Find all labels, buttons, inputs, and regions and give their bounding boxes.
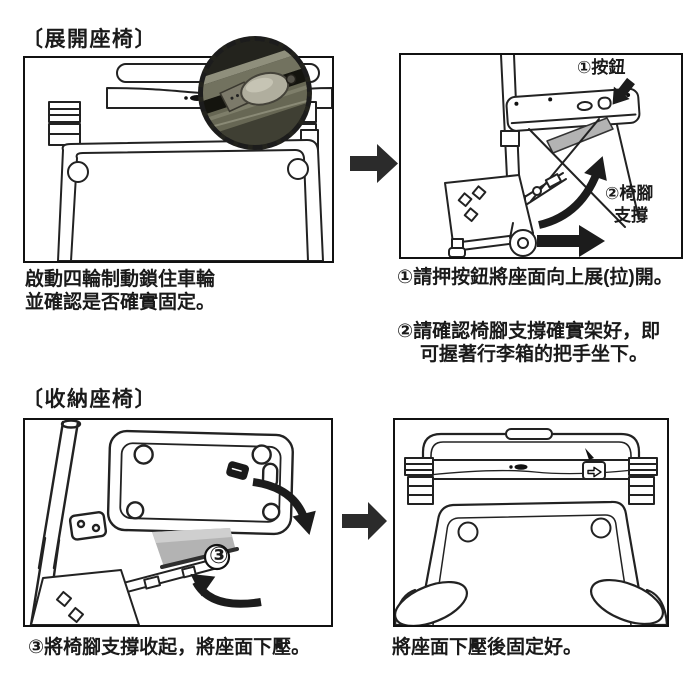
curved-arrow-icon [538,156,607,229]
store-right-caption: 將座面下壓後固定好。 [392,637,583,658]
brake-lever-inset [198,36,312,150]
expand-left-caption-line2: 並確認是否確實固定。 [25,292,216,313]
expand-left-caption: 啟動四輪制動鎖住車輪 並確認是否確實固定。 [25,268,215,314]
curved-arrow-down-icon [252,478,316,535]
leg-support-callout-line2: 支撐 [614,206,648,225]
store-press-panel [393,418,669,627]
leg-support-callout-label: ②椅腳 支撐 [605,183,653,227]
store-left-caption: ③將椅腳支撐收起，將座面下壓。 [28,637,311,658]
store-section-header: 〔收納座椅〕 [22,388,157,411]
seat-press-illustration [395,428,667,625]
expand-left-caption-line1: 啟動四輪制動鎖住車輪 [25,269,216,290]
right-thumb-illustration [590,578,667,625]
cart-open-illustration [444,55,641,257]
step3-callout-circle [203,543,231,571]
next-step-arrow-icon [342,502,387,540]
expand-section-header: 〔展開座椅〕 [22,28,157,51]
step3-callout-label: ③ [209,542,229,568]
forward-arrow-icon [537,225,605,257]
callout-arrow-icon [612,77,635,105]
button-callout-label: ①按鈕 [577,58,626,77]
step2-caption-line2: 可握著行李箱的把手坐下。 [420,344,649,365]
step2-caption: ②請確認椅腳支撐確實架好，即 可握著行李箱的把手坐下。 [397,320,660,366]
step1-caption: ①請押按鈕將座面向上展(拉)開。 [397,267,673,288]
expand-steps-panel: ①按鈕 ②椅腳 支撐 [399,53,683,259]
step2-caption-line1: ②請確認椅腳支撐確實架好，即 [397,321,661,342]
curved-arrow-up-icon [190,573,262,608]
store-fold-panel: ③ [23,418,333,627]
left-thumb-illustration [395,580,468,625]
seat-fold-illustration [29,420,316,625]
leg-support-callout-line1: ②椅腳 [605,184,654,203]
brake-lever-photo [203,41,307,145]
next-step-arrow-icon [350,144,398,183]
